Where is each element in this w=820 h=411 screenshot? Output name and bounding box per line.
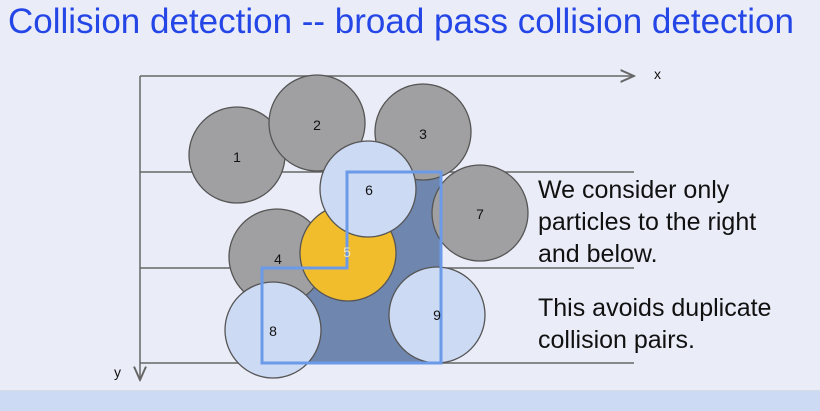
- particle-label: 3: [419, 126, 427, 142]
- particle-2: [268, 74, 366, 172]
- particle-label: 5: [343, 244, 351, 260]
- particle-label: 2: [313, 117, 321, 133]
- slide-title: Collision detection -- broad pass collis…: [8, 2, 794, 41]
- text-line: and below.: [538, 240, 658, 268]
- particle-8: [224, 281, 322, 379]
- y-axis-label: y: [114, 364, 121, 380]
- particle-label: 9: [433, 307, 441, 323]
- search-region-outline: [260, 170, 443, 365]
- particle-label: 7: [476, 206, 484, 222]
- particle-7: [431, 164, 529, 262]
- particle-label: 1: [233, 149, 241, 165]
- x-axis-label: x: [654, 66, 661, 82]
- text-line: collision pairs.: [538, 326, 696, 354]
- text-line: particles to the right: [538, 208, 757, 236]
- footer-band: [0, 390, 820, 411]
- text-line: We consider only: [538, 176, 730, 204]
- particle-label: 6: [365, 182, 373, 198]
- text-line: This avoids duplicate: [538, 294, 772, 322]
- particle-label: 4: [274, 251, 282, 267]
- particle-6: [319, 140, 417, 238]
- particle-label: 8: [269, 323, 277, 339]
- explanation-text: We consider only particles to the right …: [538, 174, 771, 356]
